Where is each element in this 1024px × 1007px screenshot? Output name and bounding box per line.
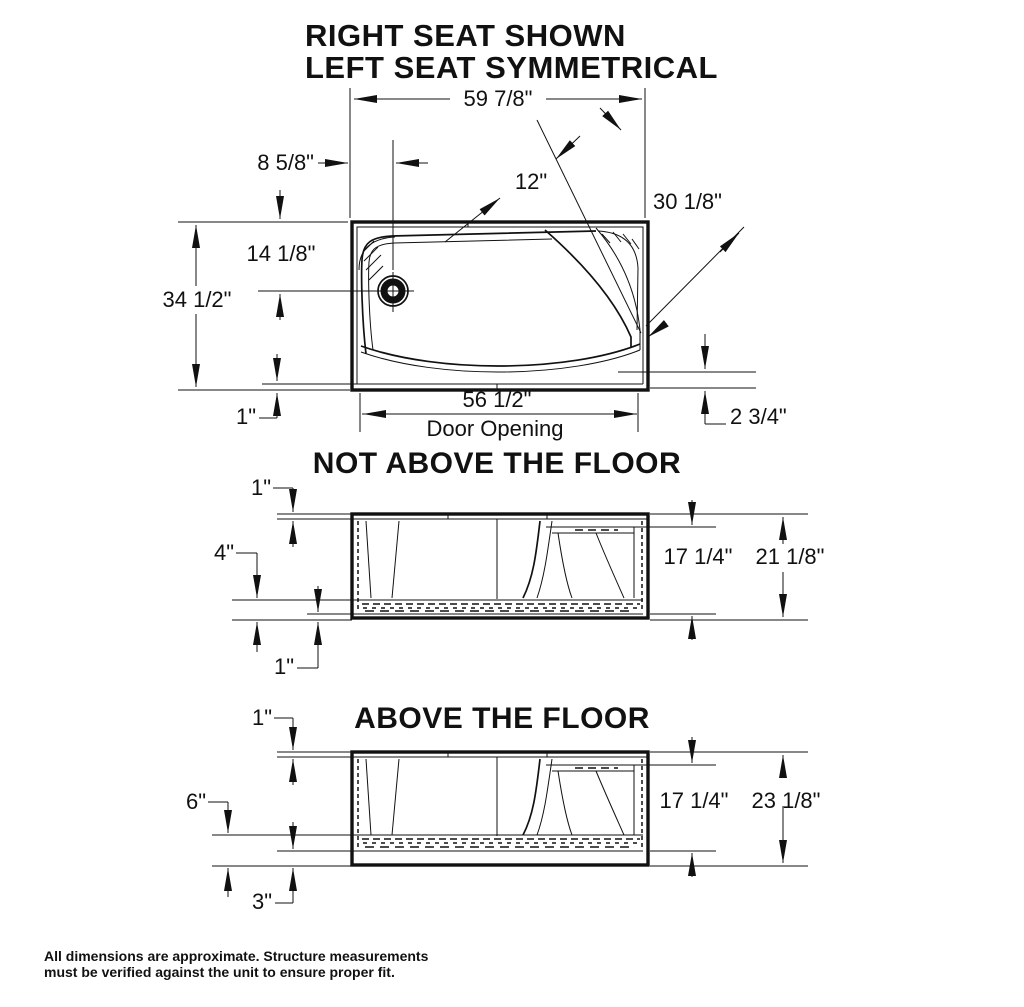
seat-width-label: 12" xyxy=(515,169,547,194)
door-opening-label: Door Opening xyxy=(427,416,564,441)
drawing-title: RIGHT SEAT SHOWN LEFT SEAT SYMMETRICAL xyxy=(305,18,718,85)
dim-drain-offset: 8 5/8" xyxy=(257,140,428,270)
sill-thickness-label: 1" xyxy=(236,404,256,429)
above-floor-heading: ABOVE THE FLOOR xyxy=(354,702,650,735)
not-above-floor-heading: NOT ABOVE THE FLOOR xyxy=(313,447,681,480)
dim-sump-6: 6" xyxy=(186,789,232,897)
dim-rim-1: 1" xyxy=(251,475,297,547)
dim-rim-2: 1" xyxy=(252,705,297,785)
sill-height-label: 2 3/4" xyxy=(730,404,787,429)
drain xyxy=(374,272,414,312)
side-view-tub-2 xyxy=(212,750,650,867)
overall-depth-label: 34 1/2" xyxy=(163,287,232,312)
dim-well-depth-1: 17 1/4" xyxy=(634,500,732,640)
dim-base-lip-3: 3" xyxy=(252,822,297,914)
rim-label-1: 1" xyxy=(251,475,271,500)
plan-view: 59 7/8" 8 5/8" 12" 30 1/8" xyxy=(163,86,787,441)
title-line1: RIGHT SEAT SHOWN xyxy=(305,18,626,53)
dim-overall-height-1: 21 1/8" xyxy=(650,513,825,621)
base-lip-label-1: 1" xyxy=(274,654,294,679)
drain-from-back-label: 14 1/8" xyxy=(247,241,316,266)
footnote-line2: must be verified against the unit to ens… xyxy=(44,964,395,980)
title-line2: LEFT SEAT SYMMETRICAL xyxy=(305,50,718,85)
dim-door-opening: 56 1/2" Door Opening xyxy=(359,387,639,441)
overall-height-label-1: 21 1/8" xyxy=(756,544,825,569)
door-opening-width-label: 56 1/2" xyxy=(463,387,532,412)
section-not-above-floor: NOT ABOVE THE FLOOR xyxy=(214,447,825,679)
sump-label-1: 4" xyxy=(214,540,234,565)
dim-seat-length: 30 1/8" xyxy=(645,189,745,338)
sump-label-2: 6" xyxy=(186,789,206,814)
drain-offset-label: 8 5/8" xyxy=(257,150,314,175)
dim-sill-thickness: 1" xyxy=(236,354,281,429)
dim-overall-width: 59 7/8" xyxy=(349,86,646,218)
side-view-tub-1 xyxy=(232,512,650,621)
plan-tub-outline xyxy=(262,220,650,392)
footnote-line1: All dimensions are approximate. Structur… xyxy=(44,948,429,964)
dim-base-lip-1: 1" xyxy=(274,586,322,679)
well-depth-label-1: 17 1/4" xyxy=(664,544,733,569)
dim-overall-height-2: 23 1/8" xyxy=(650,751,821,867)
overall-width-label: 59 7/8" xyxy=(464,86,533,111)
dim-seat-width: 12" xyxy=(444,107,642,334)
footnote: All dimensions are approximate. Structur… xyxy=(44,948,429,980)
dim-sump-4: 4" xyxy=(214,540,261,652)
well-depth-label-2: 17 1/4" xyxy=(660,788,729,813)
base-lip-label-2: 3" xyxy=(252,889,272,914)
dim-sill-height: 2 3/4" xyxy=(618,334,787,429)
overall-height-label-2: 23 1/8" xyxy=(752,788,821,813)
section-above-floor: ABOVE THE FLOOR xyxy=(186,702,821,914)
seat-length-label: 30 1/8" xyxy=(653,189,722,214)
dim-well-depth-2: 17 1/4" xyxy=(634,737,728,877)
rim-label-2: 1" xyxy=(252,705,272,730)
dim-drain-from-back: 14 1/8" xyxy=(178,190,374,320)
dim-overall-depth: 34 1/2" xyxy=(163,225,350,391)
